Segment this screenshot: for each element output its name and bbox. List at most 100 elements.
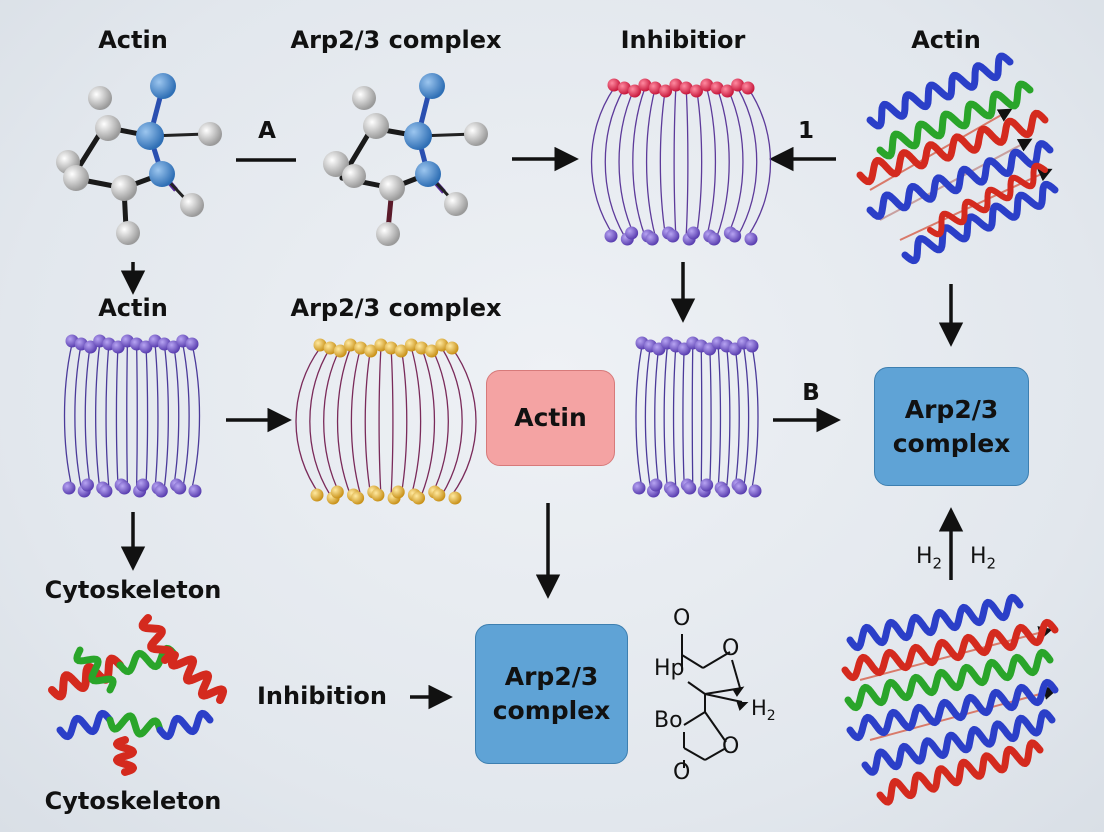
membrane-head [404,338,418,352]
arp-molecule [323,73,488,246]
helix-segment [156,709,214,741]
membrane-head [745,339,759,353]
membrane-head [415,341,429,355]
arrow-label-a: A [258,118,276,144]
membrane-head [632,481,646,495]
membrane-tail [682,345,685,489]
membrane-head [323,341,337,355]
arp-membrane [295,338,477,505]
membrane-head [173,481,187,495]
chem-o-top: O [673,606,691,631]
membrane-tail [378,347,382,496]
membrane-tail [420,347,436,496]
helix-segment [866,52,1014,130]
arp-complex-box-bottom-label: Arp2/3 complex [492,662,611,725]
membrane-head [666,484,680,498]
membrane-head [391,485,405,499]
helix-segment [113,736,137,776]
membrane-tail [751,345,759,489]
membrane-head [744,232,758,246]
membrane-tail [685,87,689,237]
membrane-tail [604,87,625,237]
membrane-tail [115,343,119,489]
membrane-tail [725,345,731,489]
chem-o-bottom: O [673,760,691,785]
membrane-head [638,78,652,92]
membrane-head [625,226,639,240]
label-arp-complex-top: Arp2/3 complex [290,26,502,54]
cytoskeleton-protein-structure [48,614,228,776]
membrane-head [330,485,344,499]
helix-segment [48,654,124,701]
membrane-head [448,491,462,505]
membrane-tail [105,343,110,489]
h2-label-right: H2 [970,544,996,572]
membrane-head [432,488,446,502]
helix-segment [927,162,1048,238]
membrane-head [343,338,357,352]
helix-segment [73,646,117,694]
membrane-tail [364,347,372,496]
membrane-tail [135,343,138,489]
label-actin-mid: Actin [98,294,168,322]
membrane-tail [95,343,101,489]
actin-box-label: Actin [514,403,587,432]
membrane-head [659,84,673,98]
membrane-tail [390,347,394,496]
actin-molecule [56,73,222,245]
membrane-head [111,340,125,354]
arp-complex-box-right-label: Arp2/3 complex [892,394,1011,458]
helix-segment [876,739,1044,806]
membrane-head [720,84,734,98]
membrane-head [683,481,697,495]
membrane-head [185,337,199,351]
helix-segment [841,618,1059,682]
membrane-tail [126,343,129,489]
membrane-head [167,340,181,354]
helix-segment [856,109,1049,186]
membrane-head [607,78,621,92]
h2-label-left: H2 [916,544,942,572]
membrane-tail [632,87,646,237]
label-inhibition: Inhibition [256,682,388,710]
membrane-head [354,341,368,355]
membrane-head [425,344,439,358]
actin-membrane [62,334,202,498]
h2-right-text: H2 [970,544,997,573]
membrane-head [80,478,94,492]
membrane-head [313,338,327,352]
membrane-tail [726,87,744,237]
helix-segment [138,614,175,664]
inhibitor-membrane [590,78,772,246]
membrane-tail [706,87,717,237]
membrane-head [617,81,631,95]
membrane-tail [154,343,159,489]
membrane-head [649,478,663,492]
membrane-tail [716,87,730,237]
membrane-tail [309,347,331,496]
membrane-tail [659,87,667,237]
arrow-label-1: 1 [797,118,815,144]
membrane-tail [63,343,73,489]
membrane-head [412,491,426,505]
membrane-tail [737,87,758,237]
arrows [120,146,964,710]
helix-segment [106,712,164,738]
membrane-tail [410,347,422,496]
membrane-tail [400,347,408,496]
membrane-tail [182,343,190,489]
actin-box: Actin [486,370,615,466]
membrane-head [748,484,762,498]
membrane-head [351,491,365,505]
membrane-tail [163,343,169,489]
membrane-tail [709,345,712,489]
chem-o-ring: O [722,734,740,759]
helix-segment [844,648,1054,712]
label-inhibitor-top: Inhibitior [620,26,746,54]
membrane-head [139,340,153,354]
membrane-head [154,484,168,498]
membrane-head [394,344,408,358]
membrane-tail [734,345,740,489]
